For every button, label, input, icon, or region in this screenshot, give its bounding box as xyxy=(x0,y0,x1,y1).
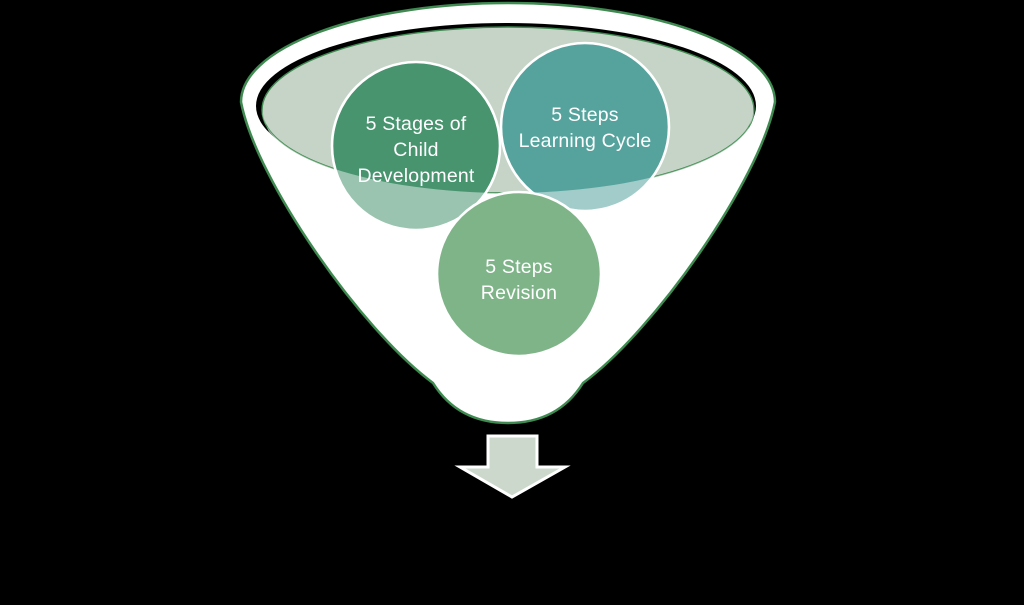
circle-revision xyxy=(435,190,603,358)
label-child-development-line2: Child xyxy=(393,139,438,161)
circle-learning-cycle xyxy=(499,41,671,213)
label-child-development-line1: 5 Stages of xyxy=(366,113,467,135)
label-revision-line2: Revision xyxy=(481,282,557,304)
label-child-development-line3: Development xyxy=(357,165,474,187)
label-learning-cycle-line2: Learning Cycle xyxy=(519,130,652,152)
circle-child-development xyxy=(330,60,502,232)
label-revision-line1: 5 Steps xyxy=(485,256,553,278)
label-learning-cycle-line1: 5 Steps xyxy=(551,104,619,126)
down-arrow-icon xyxy=(454,434,571,499)
